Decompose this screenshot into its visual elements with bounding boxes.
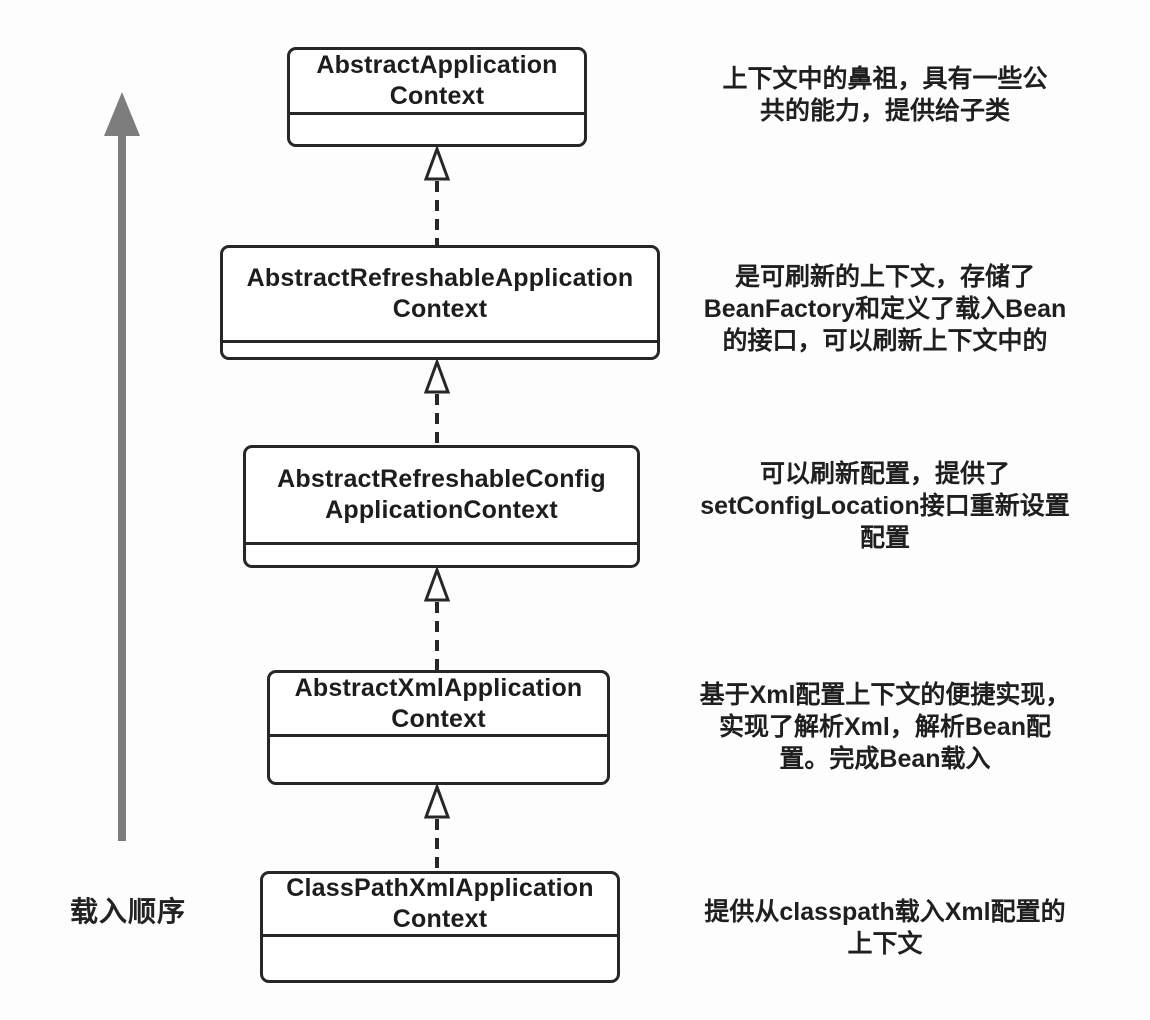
class-name: AbstractXmlApplication Context bbox=[270, 673, 607, 737]
class-name: AbstractRefreshableConfig ApplicationCon… bbox=[246, 448, 637, 545]
annotation-class-path-xml-application-context: 提供从classpath载入Xml配置的 上下文 bbox=[704, 898, 1066, 958]
empty-compartment bbox=[246, 545, 637, 565]
class-name: AbstractRefreshableApplication Context bbox=[223, 248, 657, 343]
hollow-triangle-arrowhead bbox=[423, 782, 451, 819]
class-name-line2: Context bbox=[392, 295, 488, 323]
arrow-shaft bbox=[118, 132, 126, 841]
class-box-abstract-refreshable-application-context: AbstractRefreshableApplication Context bbox=[220, 245, 660, 360]
empty-compartment bbox=[270, 737, 607, 782]
annotation-abstract-application-context: 上下文中的鼻祖，具有一些公 共的能力，提供给子类 bbox=[722, 65, 1048, 125]
class-name: ClassPathXmlApplication Context bbox=[263, 874, 617, 937]
inheritance-arrow-3 bbox=[423, 565, 451, 670]
annotation-abstract-xml-application-context: 基于Xml配置上下文的便捷实现， 实现了解析Xml，解析Bean配 置。完成Be… bbox=[699, 681, 1071, 773]
class-box-abstract-xml-application-context: AbstractXmlApplication Context bbox=[267, 670, 610, 785]
annotation-abstract-refreshable-application-context: 是可刷新的上下文，存储了 BeanFactory和定义了载入Bean 的接口，可… bbox=[703, 263, 1067, 355]
class-name-line2: ApplicationContext bbox=[325, 496, 558, 524]
inheritance-arrow-1 bbox=[423, 144, 451, 245]
class-name-line2: Context bbox=[389, 82, 485, 110]
empty-compartment bbox=[223, 343, 657, 357]
load-order-label: 载入顺序 bbox=[70, 896, 187, 927]
class-name: AbstractApplication Context bbox=[290, 50, 584, 115]
class-name-line2: Context bbox=[392, 905, 488, 933]
empty-compartment bbox=[263, 937, 617, 980]
class-name-line1: AbstractApplication bbox=[316, 51, 558, 79]
hollow-triangle-arrowhead bbox=[423, 144, 451, 181]
class-name-line1: AbstractXmlApplication bbox=[294, 673, 583, 702]
class-name-line1: AbstractRefreshableConfig bbox=[277, 465, 606, 493]
class-box-abstract-application-context: AbstractApplication Context bbox=[287, 47, 587, 147]
annotation-abstract-refreshable-config-application-context: 可以刷新配置，提供了 setConfigLocation接口重新设置 配置 bbox=[700, 460, 1070, 552]
load-order-arrow bbox=[104, 92, 140, 841]
empty-compartment bbox=[290, 115, 584, 144]
class-name-line1: ClassPathXmlApplication bbox=[286, 874, 594, 902]
class-name-line1: AbstractRefreshableApplication bbox=[246, 264, 634, 292]
hollow-triangle-arrowhead bbox=[423, 565, 451, 602]
class-box-abstract-refreshable-config-application-context: AbstractRefreshableConfig ApplicationCon… bbox=[243, 445, 640, 568]
inheritance-arrow-2 bbox=[423, 357, 451, 445]
class-box-class-path-xml-application-context: ClassPathXmlApplication Context bbox=[260, 871, 620, 983]
inheritance-arrow-4 bbox=[423, 782, 451, 871]
hollow-triangle-arrowhead bbox=[423, 357, 451, 394]
arrow-head bbox=[104, 92, 140, 136]
class-name-line2: Context bbox=[391, 704, 486, 733]
